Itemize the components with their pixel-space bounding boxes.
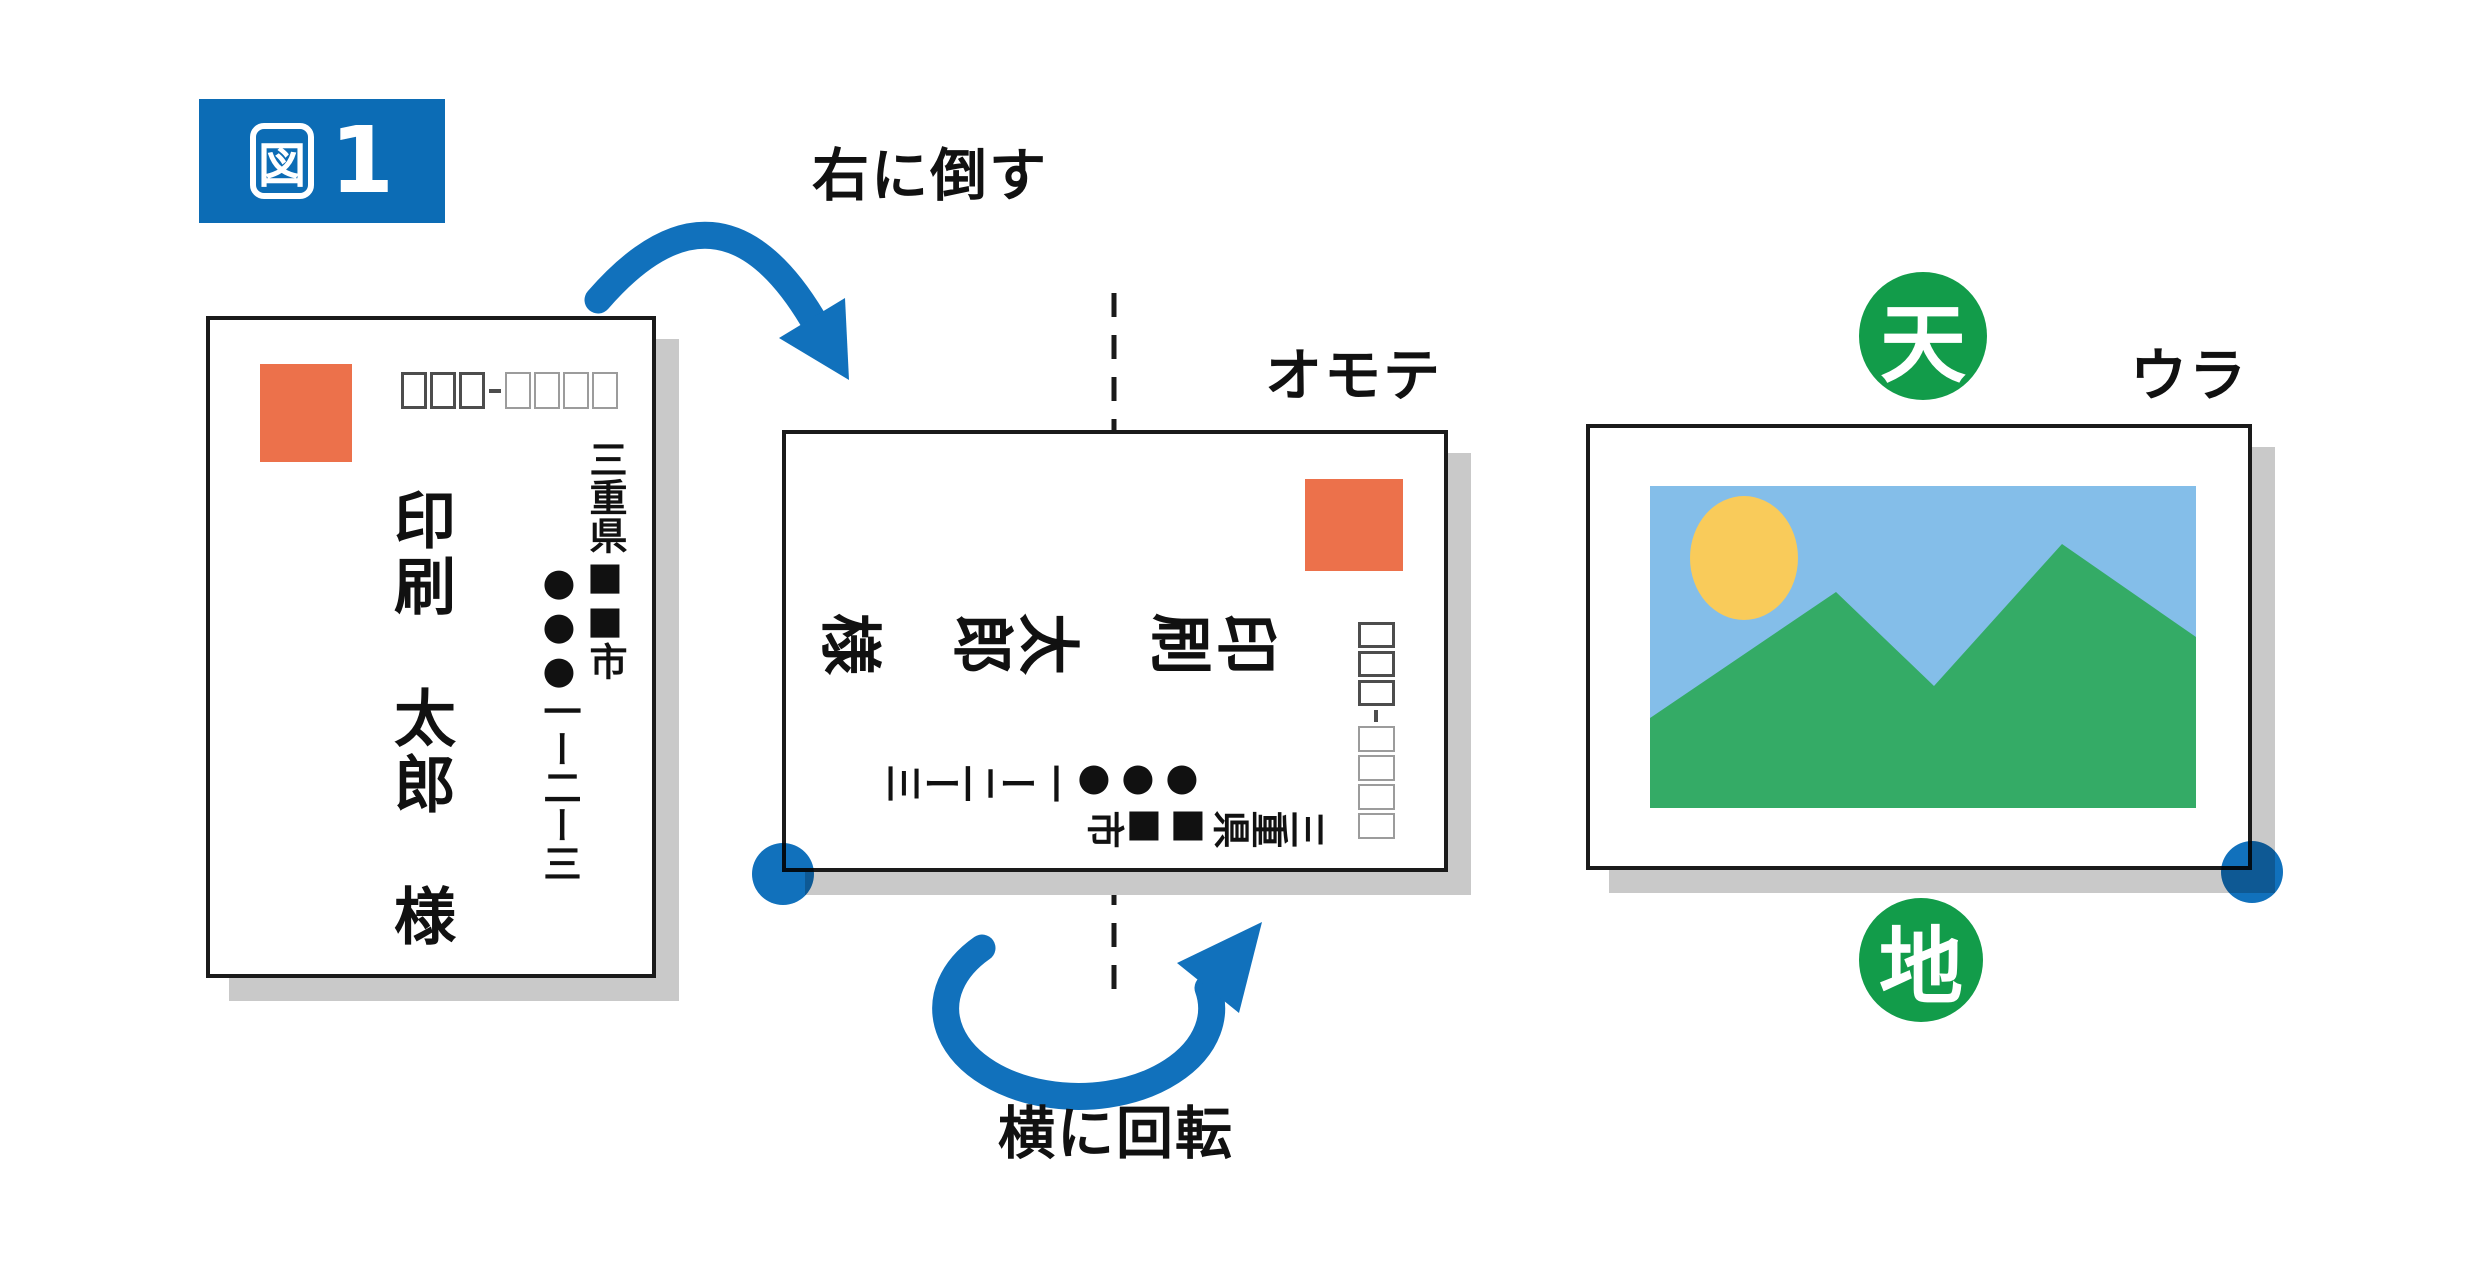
figure-number: 1	[329, 107, 394, 214]
figure-number-label: 図 1	[199, 99, 445, 223]
address-line-2: ●●●一ー二ー三	[537, 560, 581, 882]
back-side-label: ウラ	[2130, 343, 2248, 409]
zu-boxed-icon: 図	[249, 123, 314, 199]
postal-code-hyphen	[489, 388, 501, 393]
stamp-square	[1305, 479, 1403, 571]
postal-code-box	[401, 372, 427, 409]
postcard-back	[1586, 424, 2252, 870]
postcard-face: 三重県■■市 ●●●一ー二ー三 印刷 太郎 様	[210, 320, 652, 974]
rotated-face-wrapper: 三重県■■市 ●●●一ー二ー三 印刷 太郎 様	[783, 429, 1447, 873]
recipient-name: 印刷 太郎 様	[383, 488, 456, 950]
postcard-photo	[1650, 486, 2196, 808]
tilt-right-label: 右に倒す	[812, 143, 1048, 209]
tilt-right-arrowhead-icon	[779, 298, 849, 380]
postal-code-box	[505, 372, 531, 409]
tilt-right-arrow	[584, 221, 826, 332]
postal-code-box	[430, 372, 456, 409]
rotate-horizontal-arrow	[932, 934, 1226, 1110]
postal-code-box	[459, 372, 485, 409]
postcard-front-upright: 三重県■■市 ●●●一ー二ー三 印刷 太郎 様	[206, 316, 656, 978]
postal-code-boxes	[1358, 622, 1395, 839]
postal-code-box	[563, 372, 589, 409]
bottom-edge-badge: 地	[1859, 898, 1983, 1022]
address-line-1: 三重県■■市	[1087, 804, 1327, 848]
photo-mountains-icon	[1650, 544, 2196, 808]
corner-marker-dot	[752, 843, 814, 905]
postal-code-box	[534, 372, 560, 409]
corner-marker-dot	[2221, 841, 2283, 903]
top-edge-badge: 天	[1859, 272, 1987, 400]
rotate-horizontal-label: 横に回転	[998, 1101, 1234, 1167]
postal-code-box	[1358, 784, 1395, 810]
postal-code-boxes	[401, 372, 618, 409]
postcard-front-rotated: 三重県■■市 ●●●一ー二ー三 印刷 太郎 様	[782, 430, 1448, 872]
postal-code-box	[1358, 680, 1395, 706]
address-line-2: ●●●一ー二ー三	[885, 758, 1207, 802]
stamp-square	[260, 364, 352, 462]
postal-code-box	[1358, 726, 1395, 752]
postal-code-box	[1358, 755, 1395, 781]
recipient-name: 印刷 太郎 様	[817, 602, 1279, 675]
postal-code-hyphen	[1374, 710, 1379, 722]
address-line-1: 三重県■■市	[583, 440, 627, 680]
postcard-face: 三重県■■市 ●●●一ー二ー三 印刷 太郎 様	[783, 429, 1447, 873]
rotate-horizontal-arrowhead-icon	[1177, 922, 1262, 1013]
postal-code-box	[1358, 622, 1395, 648]
postal-code-box	[1358, 813, 1395, 839]
photo-sun-icon	[1690, 496, 1798, 620]
postal-code-box	[592, 372, 618, 409]
postal-code-box	[1358, 651, 1395, 677]
front-side-label: オモテ	[1265, 343, 1442, 409]
